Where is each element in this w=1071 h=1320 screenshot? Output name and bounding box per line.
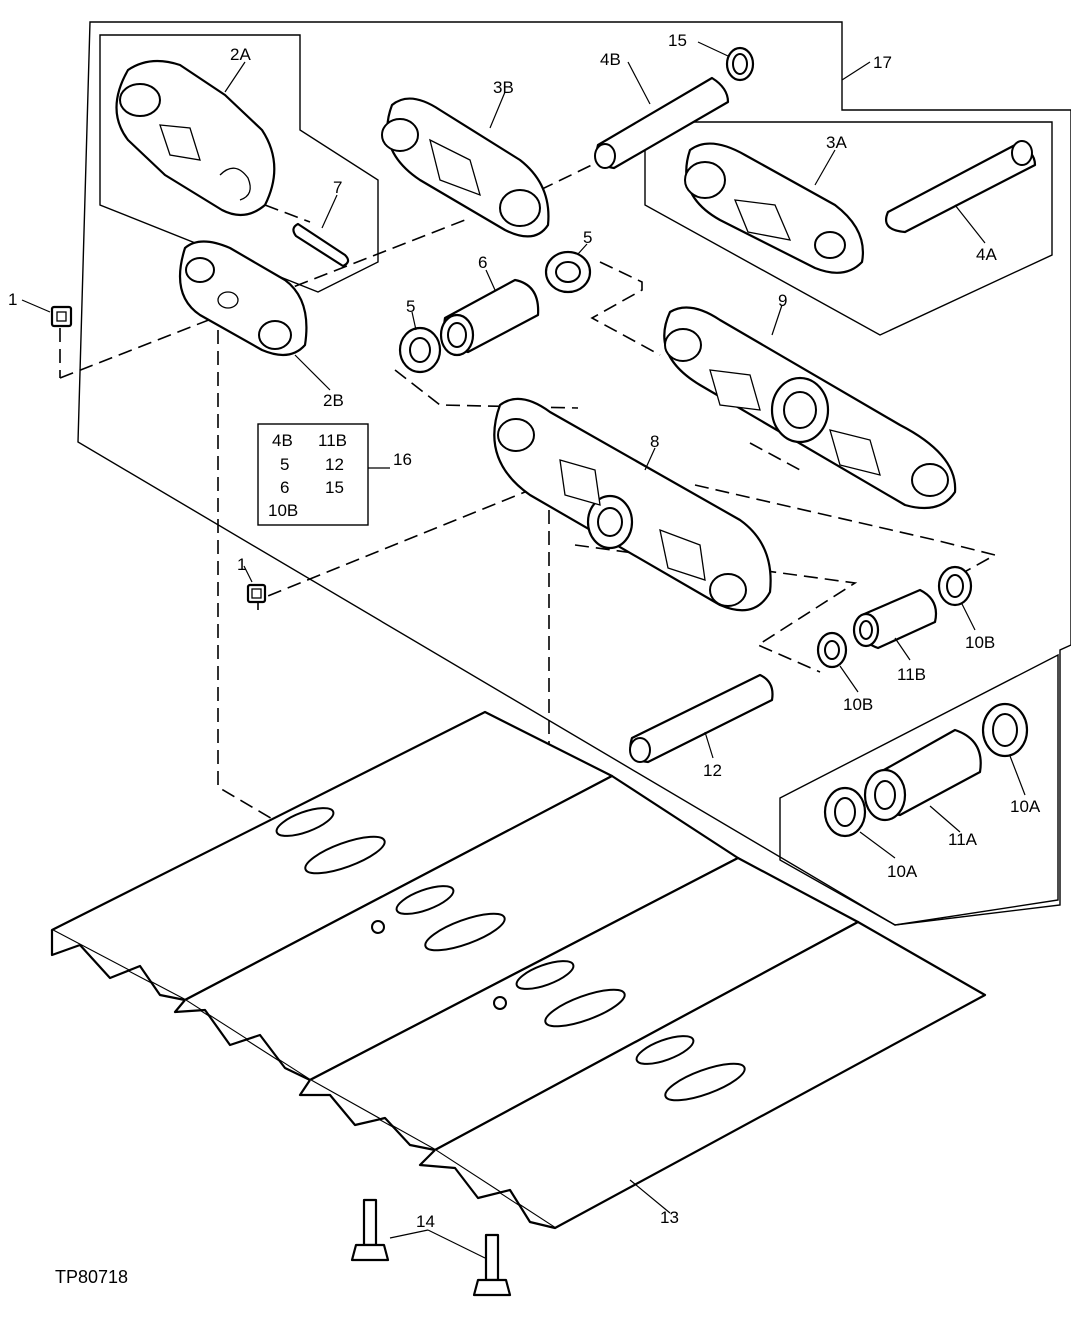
kit-16-col1-row1: 4B	[272, 431, 293, 450]
label-8: 8	[650, 432, 659, 451]
label-9: 9	[778, 291, 787, 310]
link-8	[493, 397, 772, 612]
label-4B: 4B	[600, 50, 621, 69]
pin-4B	[594, 61, 730, 170]
group-10A-box	[779, 653, 1059, 926]
group-2A-box	[99, 34, 379, 293]
label-15: 15	[668, 31, 687, 50]
figure-id: TP80718	[55, 1267, 128, 1287]
seal-5-left	[398, 311, 442, 374]
group-3A-box	[644, 121, 1053, 336]
label-1-top: 1	[8, 290, 17, 309]
link-2B	[178, 240, 331, 391]
label-4A: 4A	[976, 245, 997, 264]
label-14: 14	[416, 1212, 435, 1231]
label-3B: 3B	[493, 78, 514, 97]
label-3A: 3A	[826, 133, 847, 152]
snap-ring-15	[697, 41, 755, 82]
kit-16-col2-row3: 15	[325, 478, 344, 497]
kit-16-box	[257, 423, 369, 526]
bolt-14-left	[350, 1198, 390, 1262]
link-3B	[381, 91, 550, 238]
label-12: 12	[703, 761, 722, 780]
kit-16-col1-row3: 6	[280, 478, 289, 497]
kit-16-col1-row4: 10B	[268, 501, 298, 520]
label-2A: 2A	[230, 45, 251, 64]
label-10A-upper: 10A	[1010, 797, 1041, 816]
label-6: 6	[478, 253, 487, 272]
label-10A-lower: 10A	[887, 862, 918, 881]
label-1-bottom: 1	[237, 555, 246, 574]
label-11A: 11A	[948, 830, 978, 849]
label-10B-lower: 10B	[843, 695, 873, 714]
label-17: 17	[873, 53, 892, 72]
nut-1-top	[21, 299, 73, 328]
seal-10B-lower	[816, 631, 859, 693]
kit-16-col2-row2: 12	[325, 455, 344, 474]
link-9	[663, 304, 957, 510]
bolt-14-right	[472, 1233, 512, 1297]
bushing-6	[439, 269, 540, 357]
label-11B: 11B	[897, 665, 926, 684]
kit-16-col2-row1: 11B	[318, 431, 347, 450]
label-7: 7	[333, 178, 342, 197]
seal-10A-lower	[823, 786, 896, 859]
label-2B: 2B	[323, 391, 344, 410]
nut-1-bottom	[243, 565, 267, 604]
label-16: 16	[393, 450, 412, 469]
kit-16-col1-row2: 5	[280, 455, 289, 474]
assembly-17-outline	[77, 21, 1071, 926]
pin-4A	[884, 140, 1037, 244]
link-3A	[684, 142, 864, 274]
bushing-11A	[863, 728, 982, 833]
seal-5-right	[544, 243, 592, 294]
bushing-11B	[852, 588, 938, 661]
label-10B-upper: 10B	[965, 633, 995, 652]
seal-10B-upper	[937, 565, 976, 631]
track-shoes-13	[50, 710, 987, 1230]
label-5-left: 5	[406, 297, 415, 316]
pin-12	[629, 673, 774, 764]
label-13: 13	[660, 1208, 679, 1227]
label-5-right: 5	[583, 228, 592, 247]
pin-7	[292, 194, 350, 268]
seal-10A-upper	[981, 702, 1029, 796]
master-link-2A	[115, 59, 276, 217]
